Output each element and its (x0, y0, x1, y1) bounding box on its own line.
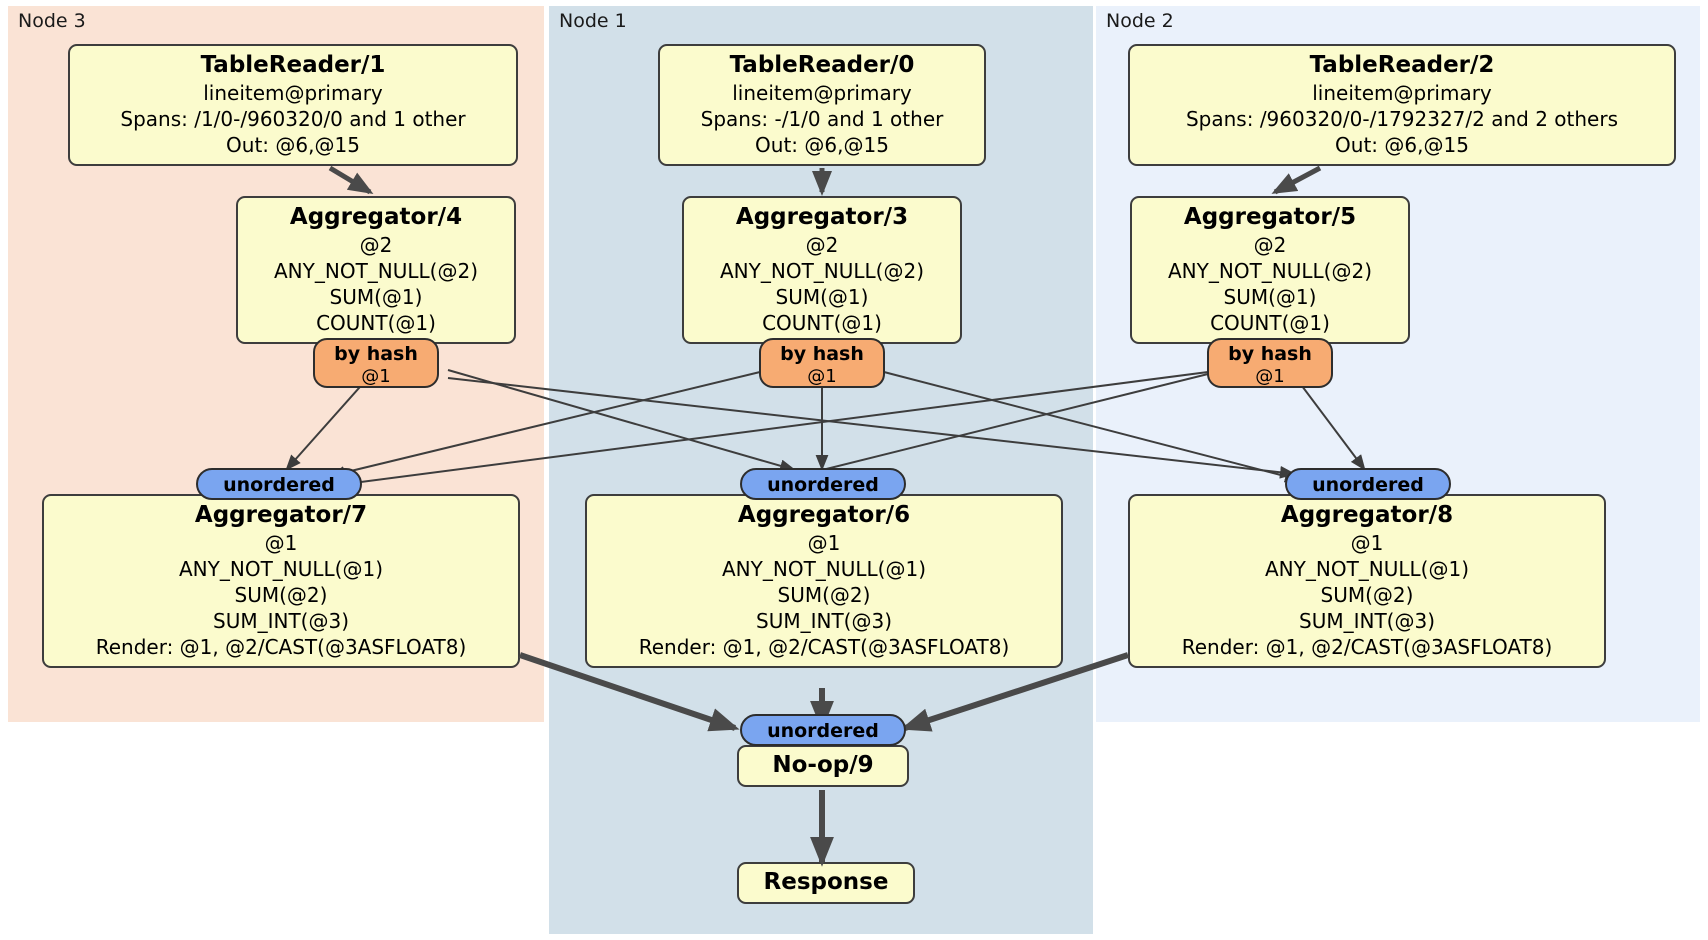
processor-line: ANY_NOT_NULL(@1) (179, 557, 383, 581)
router-sublabel: @1 (807, 366, 837, 387)
processor-title: Aggregator/5 (1183, 204, 1357, 230)
processor-line: lineitem@primary (203, 81, 383, 105)
processor-line: Render: @1, @2/CAST(@3ASFLOAT8) (1181, 635, 1553, 659)
processor-title: Aggregator/3 (735, 204, 909, 230)
processor-line: lineitem@primary (732, 81, 912, 105)
node-panel-label: Node 1 (559, 10, 627, 32)
node-panel-label: Node 3 (18, 10, 86, 32)
processor-aggregator-5[interactable]: Aggregator/5 @2 ANY_NOT_NULL(@2) SUM(@1)… (1130, 196, 1410, 344)
processor-title: TableReader/0 (729, 52, 915, 78)
processor-line: @2 (1253, 233, 1287, 257)
processor-aggregator-4[interactable]: Aggregator/4 @2 ANY_NOT_NULL(@2) SUM(@1)… (236, 196, 516, 344)
processor-table-reader-2[interactable]: TableReader/2 lineitem@primary Spans: /9… (1128, 44, 1676, 166)
processor-title: Aggregator/4 (289, 204, 463, 230)
synchronizer-unordered-aggregator-7[interactable]: unordered (196, 468, 362, 500)
synchronizer-unordered-aggregator-6[interactable]: unordered (740, 468, 906, 500)
processor-title: TableReader/2 (1309, 52, 1495, 78)
router-label: by hash (334, 343, 418, 365)
processor-table-reader-1[interactable]: TableReader/1 lineitem@primary Spans: /1… (68, 44, 518, 166)
router-by-hash-aggregator-4[interactable]: by hash @1 (313, 338, 439, 388)
processor-line: @2 (359, 233, 393, 257)
router-sublabel: @1 (1255, 366, 1285, 387)
processor-title: Aggregator/6 (737, 502, 911, 528)
processor-line: SUM(@2) (1320, 583, 1414, 607)
processor-line: @1 (1350, 531, 1384, 555)
processor-title: TableReader/1 (200, 52, 386, 78)
processor-line: SUM(@1) (329, 285, 423, 309)
processor-no-op-9[interactable]: No-op/9 (737, 745, 909, 787)
processor-line: SUM(@2) (234, 583, 328, 607)
router-sublabel: @1 (361, 366, 391, 387)
processor-title: Response (763, 869, 889, 895)
synchronizer-label: unordered (767, 474, 879, 496)
processor-line: ANY_NOT_NULL(@2) (1168, 259, 1372, 283)
synchronizer-label: unordered (767, 720, 879, 742)
processor-line: Render: @1, @2/CAST(@3ASFLOAT8) (638, 635, 1010, 659)
synchronizer-label: unordered (1312, 474, 1424, 496)
processor-line: ANY_NOT_NULL(@1) (722, 557, 926, 581)
processor-line: Spans: /960320/0-/1792327/2 and 2 others (1185, 107, 1618, 131)
processor-aggregator-6[interactable]: Aggregator/6 @1 ANY_NOT_NULL(@1) SUM(@2)… (585, 494, 1063, 668)
processor-line: Spans: /1/0-/960320/0 and 1 other (120, 107, 466, 131)
processor-line: ANY_NOT_NULL(@2) (274, 259, 478, 283)
processor-line: SUM_INT(@3) (213, 609, 349, 633)
processor-line: SUM(@2) (777, 583, 871, 607)
synchronizer-unordered-noop-9[interactable]: unordered (740, 714, 906, 746)
processor-line: COUNT(@1) (316, 311, 436, 335)
processor-aggregator-7[interactable]: Aggregator/7 @1 ANY_NOT_NULL(@1) SUM(@2)… (42, 494, 520, 668)
processor-line: SUM(@1) (775, 285, 869, 309)
node-panel-label: Node 2 (1106, 10, 1174, 32)
processor-line: Out: @6,@15 (226, 133, 360, 157)
processor-line: @2 (805, 233, 839, 257)
processor-response[interactable]: Response (737, 862, 915, 904)
router-by-hash-aggregator-3[interactable]: by hash @1 (759, 338, 885, 388)
processor-line: COUNT(@1) (1210, 311, 1330, 335)
processor-line: ANY_NOT_NULL(@2) (720, 259, 924, 283)
processor-line: lineitem@primary (1312, 81, 1492, 105)
synchronizer-label: unordered (223, 474, 335, 496)
processor-title: No-op/9 (772, 752, 874, 778)
processor-line: Render: @1, @2/CAST(@3ASFLOAT8) (95, 635, 467, 659)
processor-aggregator-8[interactable]: Aggregator/8 @1 ANY_NOT_NULL(@1) SUM(@2)… (1128, 494, 1606, 668)
synchronizer-unordered-aggregator-8[interactable]: unordered (1285, 468, 1451, 500)
processor-line: SUM_INT(@3) (756, 609, 892, 633)
processor-line: COUNT(@1) (762, 311, 882, 335)
processor-aggregator-3[interactable]: Aggregator/3 @2 ANY_NOT_NULL(@2) SUM(@1)… (682, 196, 962, 344)
processor-line: SUM(@1) (1223, 285, 1317, 309)
processor-line: Out: @6,@15 (755, 133, 889, 157)
processor-title: Aggregator/7 (194, 502, 368, 528)
router-label: by hash (1228, 343, 1312, 365)
processor-line: ANY_NOT_NULL(@1) (1265, 557, 1469, 581)
router-by-hash-aggregator-5[interactable]: by hash @1 (1207, 338, 1333, 388)
processor-line: SUM_INT(@3) (1299, 609, 1435, 633)
processor-title: Aggregator/8 (1280, 502, 1454, 528)
processor-line: Out: @6,@15 (1335, 133, 1469, 157)
processor-line: @1 (264, 531, 298, 555)
processor-line: Spans: -/1/0 and 1 other (700, 107, 944, 131)
router-label: by hash (780, 343, 864, 365)
processor-line: @1 (807, 531, 841, 555)
processor-table-reader-0[interactable]: TableReader/0 lineitem@primary Spans: -/… (658, 44, 986, 166)
